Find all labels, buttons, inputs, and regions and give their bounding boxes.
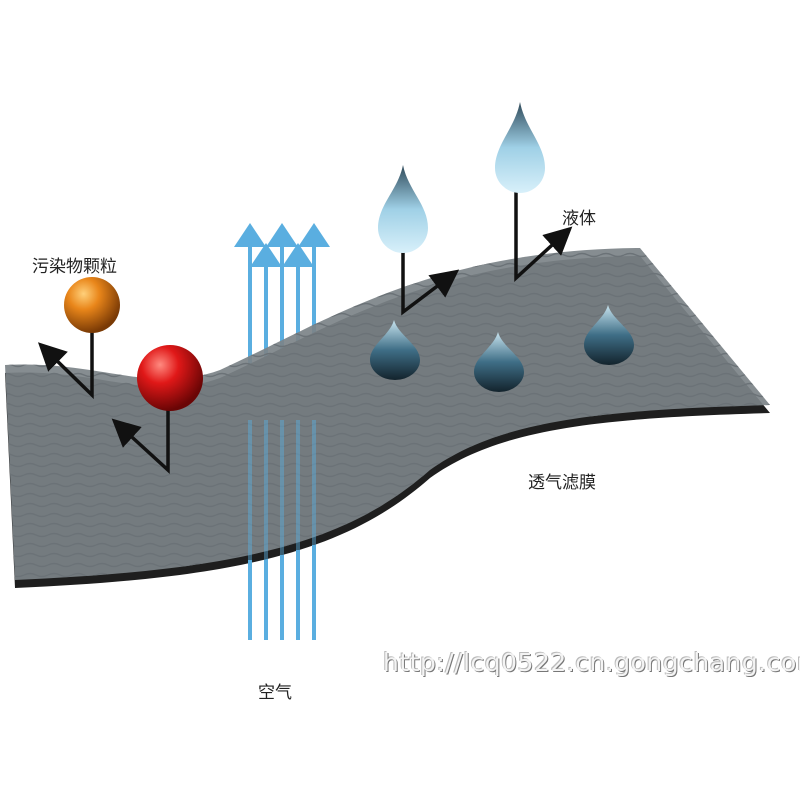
- pollutant-label: 污染物颗粒: [32, 257, 117, 277]
- watermark: http://lcq0522.cn.gongchang.com: [383, 648, 800, 677]
- liquid-droplets: [370, 102, 634, 392]
- filter-membrane: [5, 248, 770, 588]
- pollutant-particles: [37, 277, 203, 474]
- liquid-label: 液体: [562, 209, 596, 229]
- membrane-label: 透气滤膜: [528, 473, 596, 493]
- air-label: 空气: [258, 683, 292, 703]
